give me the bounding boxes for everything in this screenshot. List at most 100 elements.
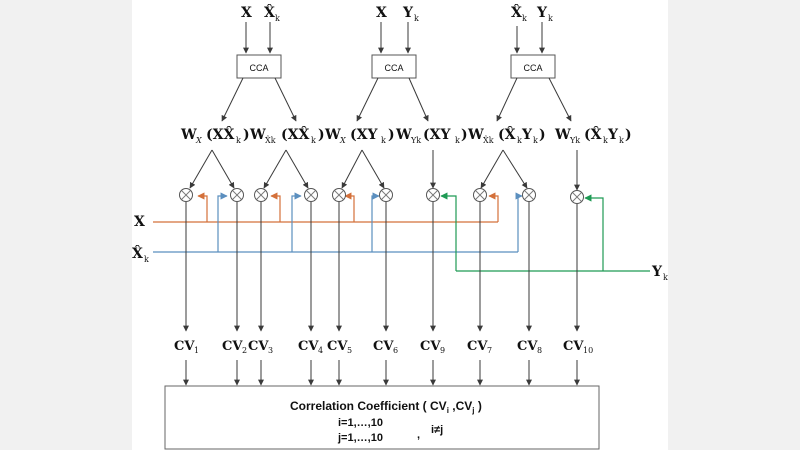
cca-output-arrows xyxy=(221,77,572,122)
svg-text:k: k xyxy=(533,136,538,145)
multiplier-10 xyxy=(570,190,584,204)
multiplier-2 xyxy=(230,188,244,202)
cca-3-inputs: X̂ k Y k xyxy=(511,3,553,23)
svg-text:W: W xyxy=(554,127,571,143)
cca-3-input-xhat: X̂ xyxy=(511,3,522,21)
cca-1-input-xhat: X̂ xyxy=(264,3,275,21)
cv-to-correlation-arrows xyxy=(183,360,580,386)
cca-3-input-y: Y xyxy=(536,5,548,21)
cca-2-label: CCA xyxy=(384,63,403,73)
svg-text:2: 2 xyxy=(242,346,247,355)
cca-3-label: CCA xyxy=(523,63,542,73)
cca-1-label: CCA xyxy=(249,63,268,73)
signal-xhat-sub: k xyxy=(144,255,149,264)
cca-2-inputs: X Y k xyxy=(376,5,419,23)
cca-block-3: CCA xyxy=(510,54,556,79)
svg-text:W: W xyxy=(467,127,484,143)
svg-text:k: k xyxy=(381,136,386,145)
svg-text:Yk: Yk xyxy=(410,136,421,145)
svg-text:7: 7 xyxy=(487,346,492,355)
svg-text:): ) xyxy=(243,127,250,143)
signal-y-sub: k xyxy=(663,273,668,282)
multiplier-3 xyxy=(254,188,268,202)
multiplier-9 xyxy=(426,188,440,202)
svg-text:W: W xyxy=(395,127,412,143)
svg-text:(XX̂: (XX̂ xyxy=(281,125,309,143)
right-margin-panel xyxy=(668,0,800,450)
correlation-box: Correlation Coefficient ( CVi ,CVj ) i=1… xyxy=(164,385,600,450)
svg-text:5: 5 xyxy=(347,346,352,355)
svg-text:(XY: (XY xyxy=(423,127,451,143)
cca-block-2: CCA xyxy=(371,54,417,79)
svg-text:Yk: Yk xyxy=(569,136,580,145)
correlation-range-j: j=1,…,10 xyxy=(337,432,383,444)
cv-label-6: CV xyxy=(373,339,394,354)
svg-text:X̂k: X̂k xyxy=(265,136,276,145)
svg-text:k: k xyxy=(603,136,608,145)
svg-text:10: 10 xyxy=(583,346,593,355)
multiplier-7 xyxy=(473,188,487,202)
cca-3-input-y-sub: k xyxy=(548,14,553,23)
cca-2-input-y-sub: k xyxy=(414,14,419,23)
weight-5: W X̂k (X̂ k Y k ) xyxy=(467,125,546,145)
svg-text:): ) xyxy=(625,127,632,143)
svg-text:Y: Y xyxy=(607,127,619,143)
svg-text:W: W xyxy=(249,127,266,143)
multiplier-5 xyxy=(332,188,346,202)
weight-4: W Yk (XY k ) xyxy=(395,127,468,145)
svg-text:W: W xyxy=(324,127,341,143)
svg-text:Y: Y xyxy=(521,127,533,143)
svg-text:k: k xyxy=(619,136,624,145)
cv-label-1: CV xyxy=(174,339,195,354)
left-margin-panel xyxy=(0,0,132,450)
svg-text:8: 8 xyxy=(537,346,542,355)
svg-text:): ) xyxy=(461,127,468,143)
cca-2-input-x: X xyxy=(376,5,387,21)
cca-2-input-y: Y xyxy=(402,5,414,21)
svg-text:X: X xyxy=(195,136,202,145)
weight-2: W X̂k (XX̂ k ) xyxy=(249,125,325,145)
svg-text:X̂k: X̂k xyxy=(483,136,494,145)
cv-label-4: CV xyxy=(298,339,319,354)
svg-text:(X̂: (X̂ xyxy=(584,125,602,143)
cv-label-10: CV xyxy=(563,339,584,354)
correlation-comma: , xyxy=(417,429,420,441)
cv-labels: CV 1 CV 2 CV 3 CV 4 CV 5 CV 6 CV 9 CV 7 … xyxy=(174,339,593,355)
weight-to-multiplier-arrows xyxy=(189,149,580,191)
cca-1-input-xhat-sub: k xyxy=(275,14,280,23)
multiplier-to-cv-arrows xyxy=(183,202,580,332)
svg-text:k: k xyxy=(455,136,460,145)
signal-xhat-label: X̂ xyxy=(132,244,143,262)
cca-1-input-x: X xyxy=(241,5,252,21)
cv-label-7: CV xyxy=(467,339,488,354)
svg-text:4: 4 xyxy=(318,346,323,355)
svg-text:(X̂: (X̂ xyxy=(498,125,516,143)
cca-block-1: CCA xyxy=(236,54,282,79)
svg-text:): ) xyxy=(539,127,546,143)
signal-x-line xyxy=(153,192,499,223)
svg-text:9: 9 xyxy=(440,346,445,355)
correlation-title: Correlation Coefficient ( CVi ,CVj ) xyxy=(290,399,482,415)
correlation-range-i: i=1,…,10 xyxy=(338,417,383,429)
multiplier-6 xyxy=(379,188,393,202)
svg-text:(XY: (XY xyxy=(350,127,378,143)
signal-xhat-line xyxy=(153,192,523,253)
svg-text:k: k xyxy=(236,136,241,145)
weight-1: W X (XX̂ k ) xyxy=(180,125,250,145)
multiplier-1 xyxy=(179,188,193,202)
multiplier-4 xyxy=(304,188,318,202)
svg-text:k: k xyxy=(311,136,316,145)
cca-input-arrows xyxy=(243,22,545,54)
cv-label-2: CV xyxy=(222,339,243,354)
svg-text:(XX̂: (XX̂ xyxy=(206,125,234,143)
signal-y-line xyxy=(440,192,650,272)
svg-text:W: W xyxy=(180,127,197,143)
svg-text:X: X xyxy=(339,136,346,145)
signal-y-label: Y xyxy=(651,264,663,280)
svg-text:): ) xyxy=(318,127,325,143)
cca-3-input-xhat-sub: k xyxy=(522,14,527,23)
cv-label-5: CV xyxy=(327,339,348,354)
svg-text:1: 1 xyxy=(194,346,199,355)
cca-1-inputs: X X̂ k xyxy=(241,3,280,23)
